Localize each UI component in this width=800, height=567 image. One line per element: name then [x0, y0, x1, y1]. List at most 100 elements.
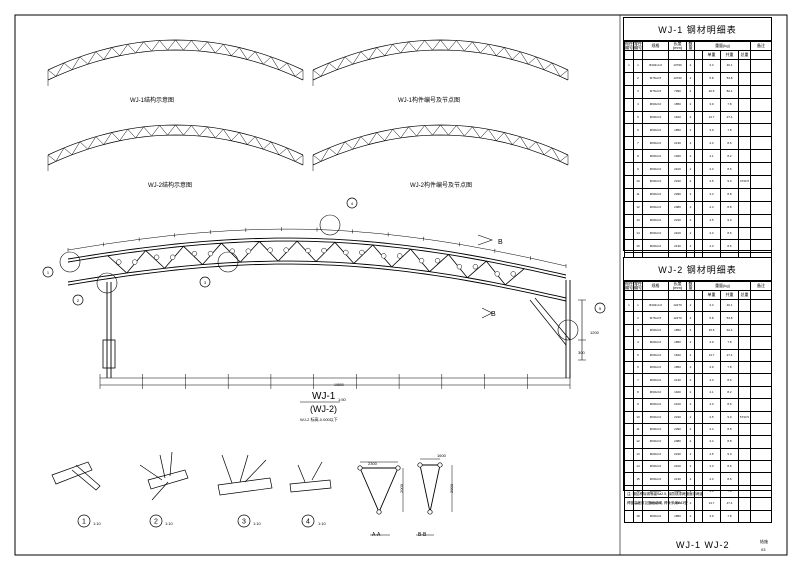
table1-cell [624, 71, 634, 86]
elev-wj2-web [294, 154, 304, 162]
table1-cell: 4.5 [702, 213, 721, 228]
table1-cell: 2130 [668, 239, 687, 254]
table1-cell: 11 [633, 187, 643, 202]
table2-cell: Φ60x3.0 [642, 435, 669, 449]
table2-cell: 3.9 [702, 509, 721, 524]
member-number-mark [169, 254, 176, 260]
table2-cell: 1810 [668, 348, 687, 362]
table2-cell: Φ60x3.0 [642, 323, 669, 338]
elev-wj1-nodes-web [384, 44, 393, 56]
table2-cell: 1850 [668, 323, 687, 338]
table1-cell: 1850 [668, 97, 687, 112]
elev-wj1-nodes-web [456, 40, 465, 52]
elev-wj1-web [223, 44, 232, 56]
table2-cell: 2 [686, 472, 695, 486]
table1-cell: 2 [686, 59, 695, 73]
elev-wj1-nodes-web [368, 47, 377, 60]
table2-title: WJ-2 钢材明细表 [624, 258, 771, 281]
table2-cell [624, 509, 634, 524]
table2-cell [737, 298, 752, 313]
table2-cell: 11 [633, 422, 643, 437]
table2-cell: 8.8 [720, 435, 739, 449]
member-number-mark [245, 248, 251, 254]
table1-cell: 20.6 [702, 84, 721, 99]
table2-cell: 10 [633, 410, 643, 424]
table1-cell: 3 [633, 84, 643, 99]
table1-cell [737, 162, 752, 177]
elev-wj2-web [87, 136, 97, 150]
detail-ref-number: 3 [204, 280, 207, 285]
table2-remark [750, 447, 773, 462]
table1-header: 重量(kg) [693, 41, 752, 51]
table1-cell [624, 97, 634, 112]
table2-cell [737, 435, 752, 449]
table2-cell: 2190 [668, 410, 687, 424]
elev-wj1-web [135, 41, 144, 54]
table1-cell [694, 213, 703, 228]
table2-cell [694, 509, 703, 524]
table2-cell: 15.6 [702, 323, 721, 338]
table2-cell: Φ60x3.0 [642, 373, 669, 387]
table1-remark [750, 97, 773, 112]
elev-wj2-web [103, 132, 112, 145]
table1-cell [694, 110, 703, 125]
table2-cell: 3 [633, 323, 643, 338]
table1-header: 构件编号 [624, 41, 634, 51]
elev-wj2-web [167, 124, 176, 136]
table1-cell: 6 [633, 123, 643, 138]
table1-cell: 2100 [668, 226, 687, 241]
table2-cell: Φ60x3.0 [642, 422, 669, 437]
table2-cell [624, 410, 634, 424]
table2-cell: 9.0 [720, 447, 739, 462]
table2-cell: 12 [633, 435, 643, 449]
table1-subheader: 共重 [720, 50, 739, 60]
table2-cell [737, 385, 752, 400]
table2-remark [750, 497, 773, 511]
elev-wj2-web [254, 136, 264, 150]
table2-cell: 4.3 [702, 460, 721, 474]
elevation-caption-wj1: WJ-1结构示意图 [130, 98, 174, 104]
elev-wj2-web [262, 141, 272, 150]
table2-cell: 2 [686, 311, 695, 325]
table1-cell: 2 [686, 97, 695, 112]
main-web-member [467, 260, 487, 279]
table1-cell: 12 [633, 200, 643, 215]
table2-cell: 2080 [668, 435, 687, 449]
elev-wj1-nodes-web [424, 40, 433, 51]
main-bottom-chord [67, 260, 567, 299]
elev-wj2-web [286, 147, 296, 162]
table1-cell: 2 [686, 110, 695, 125]
elev-wj1-web [95, 51, 104, 60]
section-a-label: A-A [372, 532, 381, 538]
table2-remark [750, 385, 773, 400]
elev-wj2-nodes-web [519, 136, 529, 150]
table2-remark [750, 472, 773, 486]
elev-wj1-nodes-web [312, 69, 322, 77]
elev-wj2-nodes-web [472, 126, 481, 139]
section-b-node [437, 462, 443, 468]
table2-cell: 3.9 [702, 360, 721, 375]
table2-cell [737, 447, 752, 462]
section-b-width: 1600 [437, 453, 446, 458]
elev-wj2-nodes-top-chord [312, 124, 569, 156]
right-brace [534, 297, 571, 341]
table2-cell [624, 336, 634, 350]
table1-cell [694, 97, 703, 112]
table2-cell: 12270 [668, 298, 687, 313]
table1-cell [694, 149, 703, 164]
member-number-mark [434, 257, 441, 264]
table1-cell: 2 [633, 71, 643, 86]
main-elevation-subtitle: (WJ-2) [310, 404, 337, 414]
elev-wj1-web [47, 69, 57, 77]
table1-header: 零件编号 [633, 41, 643, 51]
elev-wj2-nodes-web [496, 132, 505, 141]
elev-wj2-web [55, 147, 65, 162]
table2-cell: 4.5 [702, 410, 721, 424]
table2-cell [737, 373, 752, 387]
table2-cell: 4 [686, 323, 695, 338]
elev-wj1-web [103, 47, 112, 60]
elev-wj2-nodes-web [376, 132, 385, 141]
